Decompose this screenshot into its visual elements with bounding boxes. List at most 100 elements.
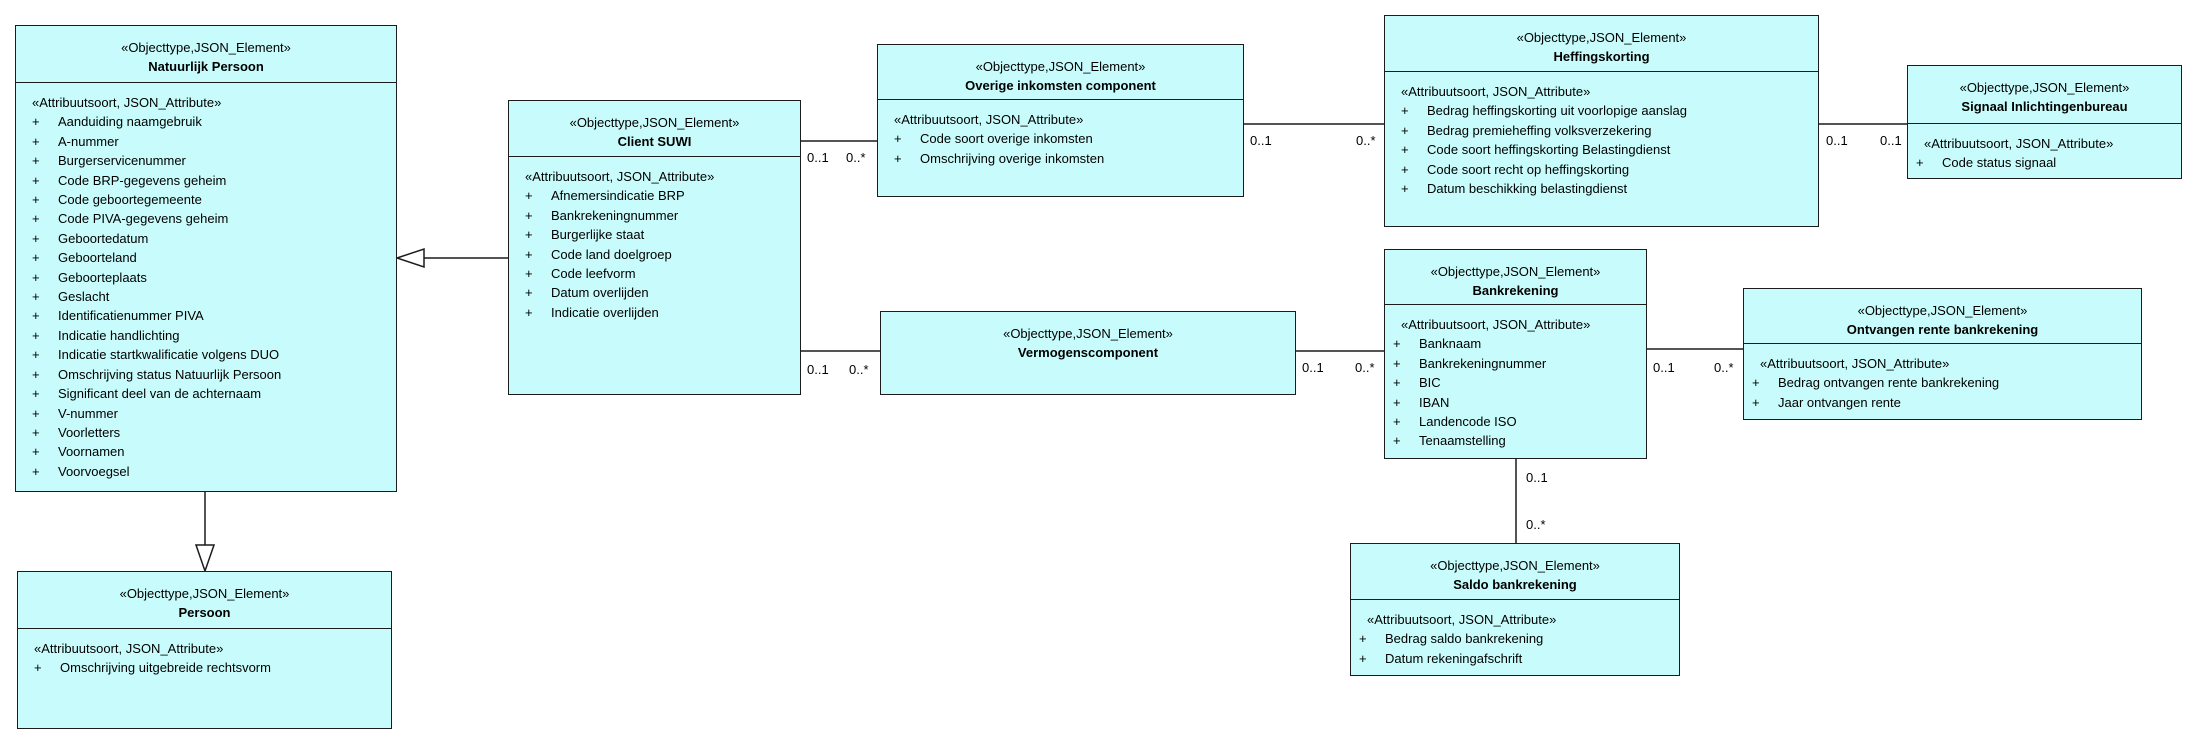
class-header: «Objecttype,JSON_Element» Ontvangen rent… bbox=[1744, 289, 2141, 344]
visibility-marker: + bbox=[32, 211, 40, 227]
attribute-name: Bedrag ontvangen rente bankrekening bbox=[1778, 375, 2000, 391]
class-vermogenscomponent[interactable]: «Objecttype,JSON_Element» Vermogenscompo… bbox=[880, 311, 1296, 395]
visibility-marker: + bbox=[894, 131, 902, 147]
class-stereotype: «Objecttype,JSON_Element» bbox=[1430, 264, 1601, 279]
attribute-row: +Tenaamstelling bbox=[1393, 431, 1646, 450]
class-name: Client SUWI bbox=[617, 134, 692, 149]
multiplicity-label: 0..* bbox=[849, 362, 869, 377]
visibility-marker: + bbox=[32, 133, 40, 149]
multiplicity-label: 0..* bbox=[1714, 360, 1734, 375]
class-name: Overige inkomsten component bbox=[965, 78, 1156, 93]
visibility-marker: + bbox=[32, 269, 40, 285]
attribute-row: + Bedrag premieheffing volksverzekering bbox=[1401, 121, 1818, 140]
class-header: «Objecttype,JSON_Element» Persoon bbox=[18, 572, 391, 629]
attribute-compartment: «Attribuutsoort, JSON_Attribute» +Aandui… bbox=[16, 83, 396, 481]
attribute-name: A-nummer bbox=[58, 133, 119, 149]
attribute-name: Jaar ontvangen rente bbox=[1778, 394, 1901, 410]
attribute-row: + Indicatie startkwalificatie volgens DUO bbox=[32, 345, 396, 364]
visibility-marker: + bbox=[525, 285, 533, 301]
attribute-name: Indicatie startkwalificatie volgens DUO bbox=[58, 347, 280, 363]
visibility-marker: + bbox=[1401, 122, 1409, 138]
attribute-row: + Omschrijving overige inkomsten bbox=[894, 149, 1243, 168]
attribute-name: Code status signaal bbox=[1942, 155, 2057, 171]
attribute-row: +Afnemersindicatie BRP bbox=[525, 186, 800, 205]
attribute-stereotype: «Attribuutsoort, JSON_Attribute» bbox=[1924, 136, 2114, 151]
visibility-marker: + bbox=[1393, 433, 1401, 449]
attribute-name: Code soort recht op heffingskorting bbox=[1427, 161, 1630, 177]
attribute-row: +Voornamen bbox=[32, 442, 396, 461]
attribute-row: +Indicatie overlijden bbox=[525, 303, 800, 322]
class-name: Ontvangen rente bankrekening bbox=[1846, 322, 2039, 337]
visibility-marker: + bbox=[894, 150, 902, 166]
class-header: «Objecttype,JSON_Element» Heffingskortin… bbox=[1385, 16, 1818, 72]
attribute-compartment: «Attribuutsoort, JSON_Attribute» +Omschr… bbox=[18, 629, 391, 678]
attribute-stereotype: «Attribuutsoort, JSON_Attribute» bbox=[34, 641, 224, 656]
attribute-row: +Code soort heffingskorting Belastingdie… bbox=[1401, 140, 1818, 159]
generalization-arrowhead-persoon bbox=[194, 544, 216, 574]
visibility-marker: + bbox=[32, 444, 40, 460]
attribute-name: Landencode ISO bbox=[1419, 414, 1517, 430]
attribute-stereotype: «Attribuutsoort, JSON_Attribute» bbox=[32, 95, 222, 110]
multiplicity-label: 0..1 bbox=[1653, 360, 1675, 375]
attribute-name: Code geboortegemeente bbox=[58, 192, 202, 208]
visibility-marker: + bbox=[1401, 161, 1409, 177]
class-name: Persoon bbox=[178, 605, 231, 620]
attribute-row: +Burgerlijke staat bbox=[525, 225, 800, 244]
class-persoon[interactable]: «Objecttype,JSON_Element» Persoon «Attri… bbox=[17, 571, 392, 729]
class-client-suwi[interactable]: «Objecttype,JSON_Element» Client SUWI «A… bbox=[508, 100, 801, 395]
attribute-name: Omschrijving overige inkomsten bbox=[920, 150, 1105, 166]
multiplicity-label: 0..* bbox=[1356, 133, 1376, 148]
visibility-marker: + bbox=[525, 246, 533, 262]
class-signaal-inlichtingenbureau[interactable]: «Objecttype,JSON_Element» Signaal Inlich… bbox=[1907, 65, 2182, 179]
attribute-name: Voorletters bbox=[58, 424, 121, 440]
attribute-name: BIC bbox=[1419, 375, 1441, 391]
attribute-row: +Bedrag ontvangen rente bankrekening bbox=[1752, 373, 2141, 392]
visibility-marker: + bbox=[1401, 181, 1409, 197]
visibility-marker: + bbox=[1393, 336, 1401, 352]
class-ontvangen-rente-bankrekening[interactable]: «Objecttype,JSON_Element» Ontvangen rent… bbox=[1743, 288, 2142, 420]
attribute-row: +Datum overlijden bbox=[525, 283, 800, 302]
visibility-marker: + bbox=[1401, 103, 1409, 119]
visibility-marker: + bbox=[525, 304, 533, 320]
class-saldo-bankrekening[interactable]: «Objecttype,JSON_Element» Saldo bankreke… bbox=[1350, 543, 1680, 676]
attribute-row: +Burgerservicenummer bbox=[32, 151, 396, 170]
class-header: «Objecttype,JSON_Element» Bankrekening bbox=[1385, 250, 1646, 305]
attribute-row: +Code BRP-gegevens geheim bbox=[32, 171, 396, 190]
class-header: «Objecttype,JSON_Element» Client SUWI bbox=[509, 101, 800, 157]
attribute-name: IBAN bbox=[1419, 394, 1450, 410]
visibility-marker: + bbox=[32, 347, 40, 363]
class-heffingskorting[interactable]: «Objecttype,JSON_Element» Heffingskortin… bbox=[1384, 15, 1819, 227]
multiplicity-label: 0..1 bbox=[1880, 133, 1902, 148]
multiplicity-label: 0..* bbox=[846, 150, 866, 165]
attribute-row: + Banknaam bbox=[1393, 334, 1646, 353]
class-overige-inkomsten-component[interactable]: «Objecttype,JSON_Element» Overige inkoms… bbox=[877, 44, 1244, 197]
multiplicity-label: 0..1 bbox=[807, 150, 829, 165]
class-bankrekening[interactable]: «Objecttype,JSON_Element» Bankrekening «… bbox=[1384, 249, 1647, 459]
attribute-name: Banknaam bbox=[1419, 336, 1482, 352]
visibility-marker: + bbox=[525, 266, 533, 282]
visibility-marker: + bbox=[1752, 394, 1760, 410]
visibility-marker: + bbox=[32, 405, 40, 421]
attribute-row: +Bankrekeningnummer bbox=[1393, 354, 1646, 373]
multiplicity-label: 0..1 bbox=[1302, 360, 1324, 375]
attribute-name: Code PIVA-gegevens geheim bbox=[58, 211, 229, 227]
visibility-marker: + bbox=[32, 308, 40, 324]
attribute-row: +Code leefvorm bbox=[525, 264, 800, 283]
attribute-name: Geboorteplaats bbox=[58, 269, 147, 285]
attribute-row: + Code PIVA-gegevens geheim bbox=[32, 209, 396, 228]
multiplicity-label: 0..1 bbox=[1250, 133, 1272, 148]
class-natuurlijk-persoon[interactable]: «Objecttype,JSON_Element» Natuurlijk Per… bbox=[15, 25, 397, 492]
attribute-row: +Geslacht bbox=[32, 287, 396, 306]
visibility-marker: + bbox=[32, 192, 40, 208]
class-name: Signaal Inlichtingenbureau bbox=[1961, 99, 2128, 114]
visibility-marker: + bbox=[525, 227, 533, 243]
attribute-name: Burgerservicenummer bbox=[58, 153, 186, 169]
attribute-row: + Geboorteplaats bbox=[32, 268, 396, 287]
generalization-arrowhead-natuurlijk bbox=[394, 247, 425, 269]
attribute-name: Datum rekeningafschrift bbox=[1385, 650, 1523, 666]
class-stereotype: «Objecttype,JSON_Element» bbox=[119, 586, 290, 601]
class-stereotype: «Objecttype,JSON_Element» bbox=[1430, 558, 1600, 573]
attribute-row: +BIC bbox=[1393, 373, 1646, 392]
attribute-name: Bankrekeningnummer bbox=[551, 207, 679, 223]
attribute-name: Bedrag premieheffing volksverzekering bbox=[1427, 122, 1652, 138]
